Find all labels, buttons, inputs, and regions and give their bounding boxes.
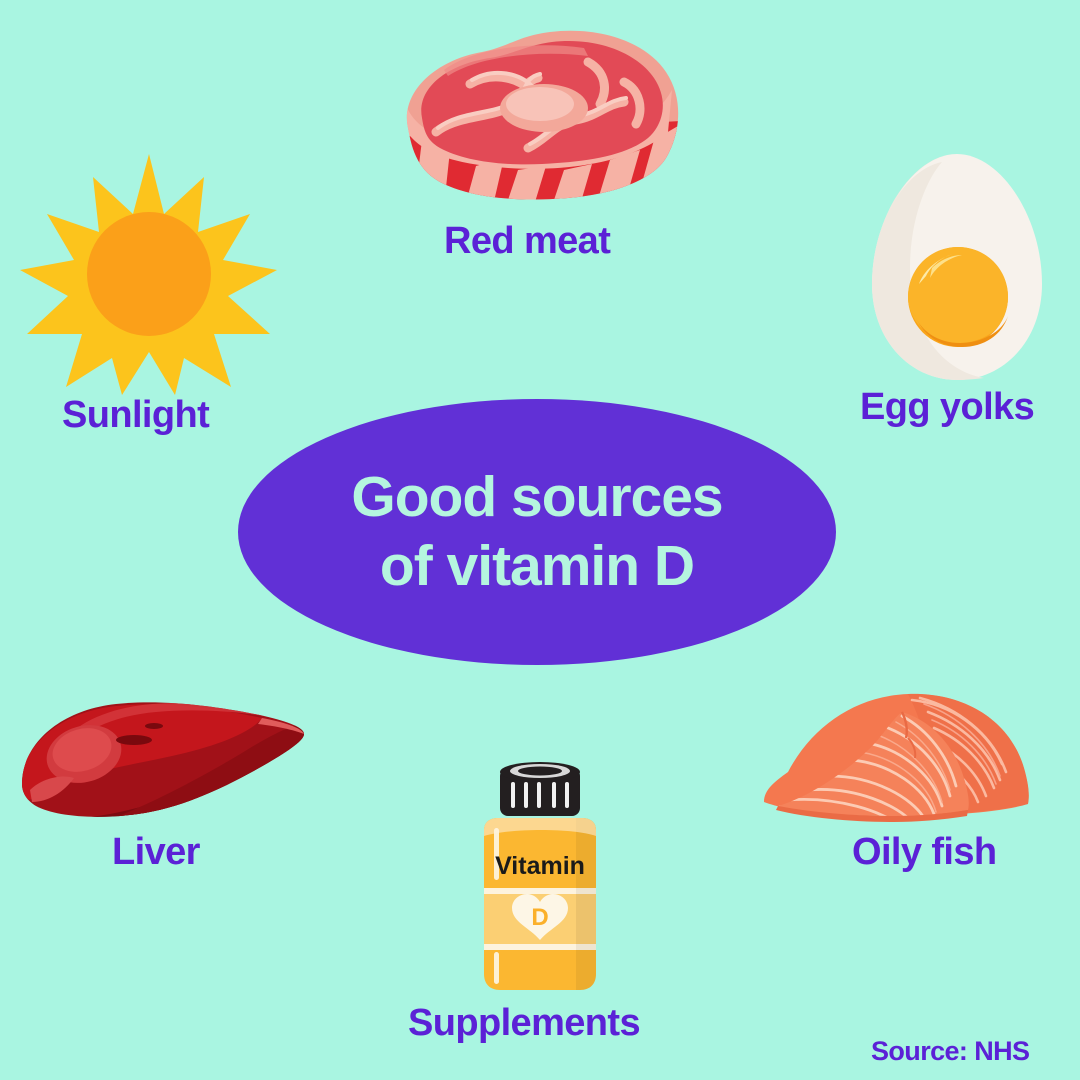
vitamin-bottle-icon: Vitamin D bbox=[484, 762, 596, 990]
liver-icon bbox=[22, 702, 304, 817]
page-title-line2: of vitamin D bbox=[379, 534, 695, 598]
center-ellipse-shape bbox=[238, 399, 836, 665]
salmon-fillet-icon bbox=[764, 693, 1029, 822]
sun-icon bbox=[20, 154, 277, 395]
source-attribution: Source: NHS bbox=[871, 1036, 1030, 1066]
label-liver: Liver bbox=[112, 831, 200, 873]
label-supplements: Supplements bbox=[408, 1002, 641, 1044]
bottle-heart-letter: D bbox=[531, 904, 548, 931]
page-title-line1: Good sources bbox=[351, 465, 723, 530]
page-title: Good sources of vitamin D bbox=[238, 399, 836, 665]
label-sunlight: Sunlight bbox=[62, 394, 210, 436]
steak-icon bbox=[406, 30, 679, 200]
label-oily-fish: Oily fish bbox=[852, 831, 997, 873]
egg-icon bbox=[872, 154, 1042, 380]
label-egg-yolks: Egg yolks bbox=[860, 386, 1035, 428]
label-red-meat: Red meat bbox=[444, 220, 611, 262]
center-badge: Good sources of vitamin D bbox=[238, 399, 836, 665]
bottle-brand-text: Vitamin bbox=[495, 852, 585, 880]
